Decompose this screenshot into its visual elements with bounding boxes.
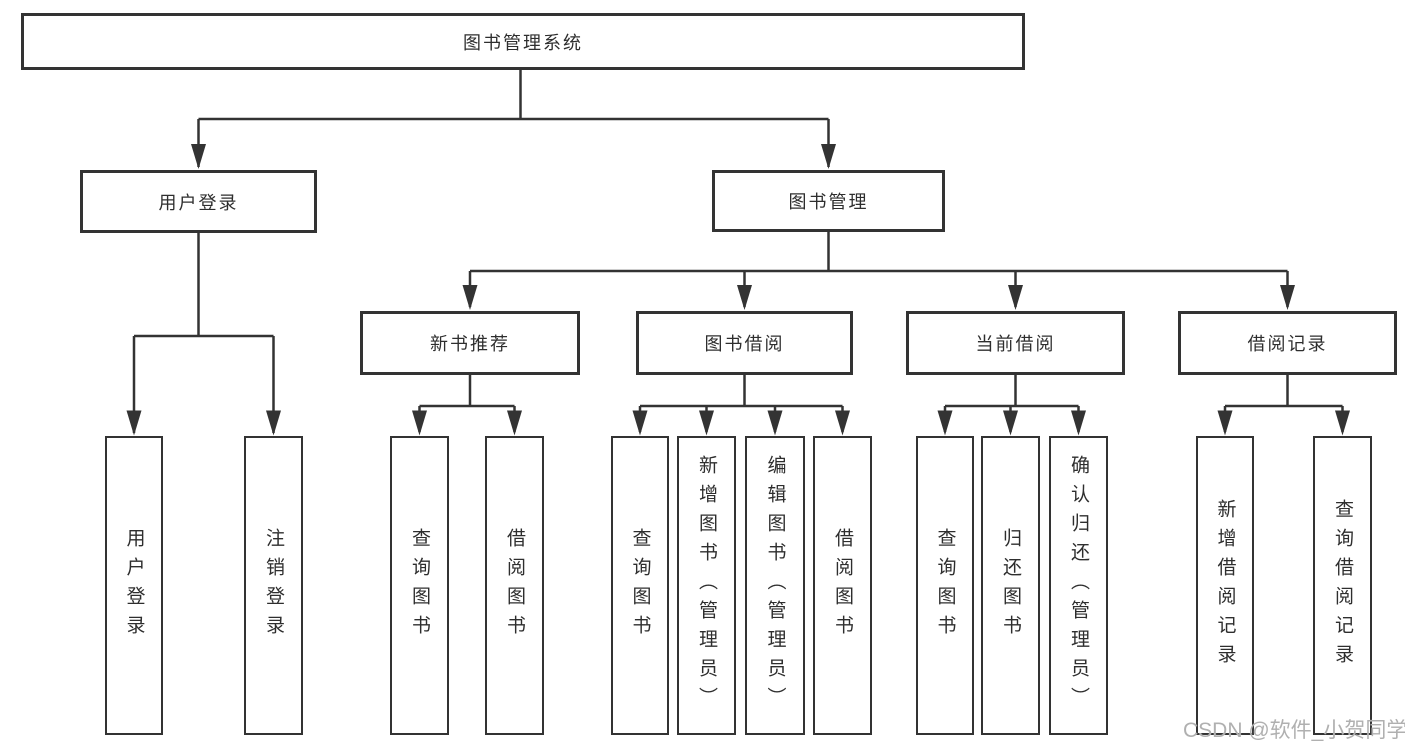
leaf-borrow-edit: 编辑图书（管理员） [745,436,805,735]
node-root-label: 图书管理系统 [463,32,583,53]
node-book-mgmt: 图书管理 [712,170,945,232]
leaf-borrow-add: 新增图书（管理员） [677,436,736,735]
node-book-mgmt-label: 图书管理 [788,192,869,212]
leaf-newbooks-query: 查询图书 [390,436,449,735]
leaf-borrow-book: 借阅图书 [813,436,872,735]
leaf-current-confirm: 确认归还（管理员） [1049,436,1108,735]
leaf-borrow-edit-label: 编辑图书（管理员） [764,455,786,716]
leaf-borrow-query: 查询图书 [611,436,669,735]
node-root: 图书管理系统 [21,13,1025,70]
leaf-records-query-label: 查询借阅记录 [1332,498,1353,673]
node-borrow-records-label: 借阅记录 [1247,334,1328,354]
node-book-borrow-label: 图书借阅 [704,334,785,354]
node-new-books: 新书推荐 [360,311,580,375]
leaf-borrow-query-label: 查询图书 [629,527,651,644]
leaf-borrow-book-label: 借阅图书 [832,527,853,644]
leaf-records-add-label: 新增借阅记录 [1214,498,1236,673]
node-current-borrow: 当前借阅 [906,311,1125,375]
csdn-watermark: CSDN @软件_小贺同学 [1183,719,1405,742]
leaf-logout: 注销登录 [244,436,303,735]
node-user-login-label: 用户登录 [158,192,239,213]
leaf-user-login: 用户登录 [105,436,163,735]
leaf-newbooks-borrow-label: 借阅图书 [504,527,525,644]
node-book-borrow: 图书借阅 [636,311,853,375]
node-borrow-records: 借阅记录 [1178,311,1397,375]
node-user-login: 用户登录 [80,170,317,233]
node-current-borrow-label: 当前借阅 [975,334,1056,354]
leaf-current-return: 归还图书 [981,436,1040,735]
leaf-newbooks-borrow: 借阅图书 [485,436,544,735]
leaf-current-confirm-label: 确认归还（管理员） [1068,455,1089,716]
leaf-borrow-add-label: 新增图书（管理员） [696,455,717,716]
leaf-newbooks-query-label: 查询图书 [409,527,430,644]
leaf-current-query-label: 查询图书 [934,527,956,644]
connector-lines [132,70,1344,433]
leaf-logout-label: 注销登录 [263,527,284,644]
leaf-records-query: 查询借阅记录 [1313,436,1372,735]
leaf-records-add: 新增借阅记录 [1196,436,1254,735]
leaf-current-query: 查询图书 [916,436,974,735]
leaf-user-login-label: 用户登录 [123,527,145,644]
leaf-current-return-label: 归还图书 [1000,527,1021,644]
node-new-books-label: 新书推荐 [430,334,510,354]
